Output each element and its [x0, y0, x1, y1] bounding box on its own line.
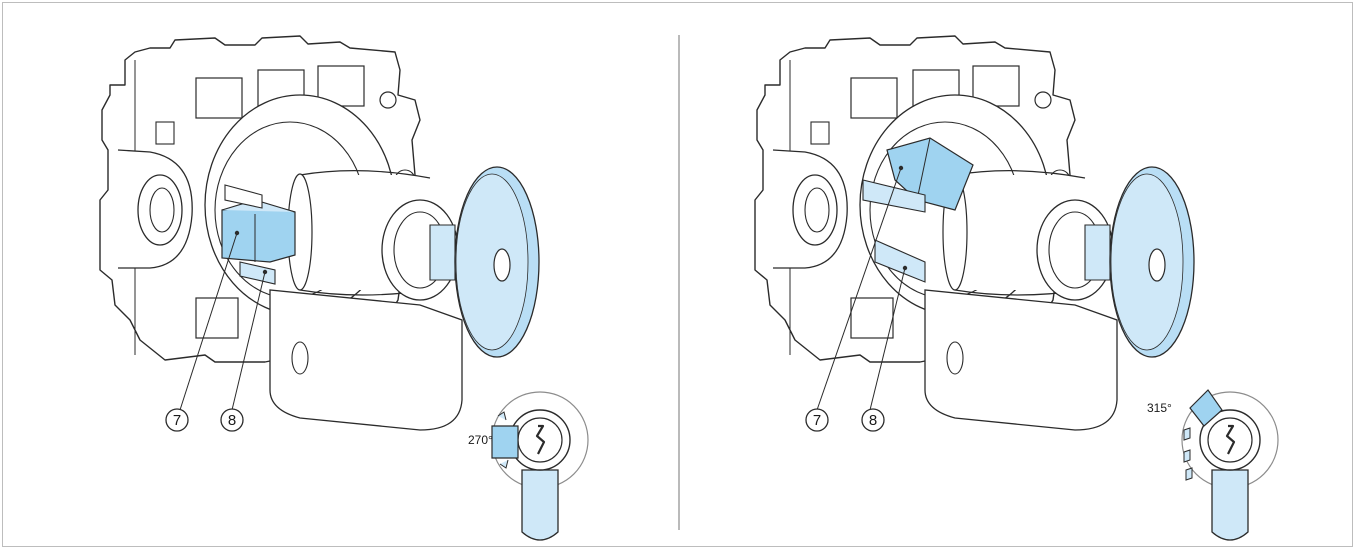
callout-8-left: 8 — [220, 408, 244, 432]
cylinder-front-view-left — [490, 390, 590, 542]
callout-7-left: 7 — [165, 408, 189, 432]
cylinder-front-view-right — [1180, 389, 1280, 542]
cam-position-270-icon — [491, 425, 519, 459]
callout-7-right: 7 — [805, 408, 829, 432]
angle-label-left: 270° — [468, 433, 493, 447]
svg-text:8: 8 — [869, 412, 877, 429]
panel-left: 7 8 270° — [99, 35, 590, 542]
svg-text:8: 8 — [228, 412, 236, 429]
callout-8-right: 8 — [861, 408, 885, 432]
angle-label-right: 315° — [1147, 401, 1172, 415]
panel-right: 7 8 — [754, 35, 1280, 542]
cam-position-315-icon — [1189, 389, 1223, 427]
svg-text:7: 7 — [173, 412, 181, 429]
cam-highlight-left — [221, 204, 296, 263]
svg-text:7: 7 — [813, 412, 821, 429]
